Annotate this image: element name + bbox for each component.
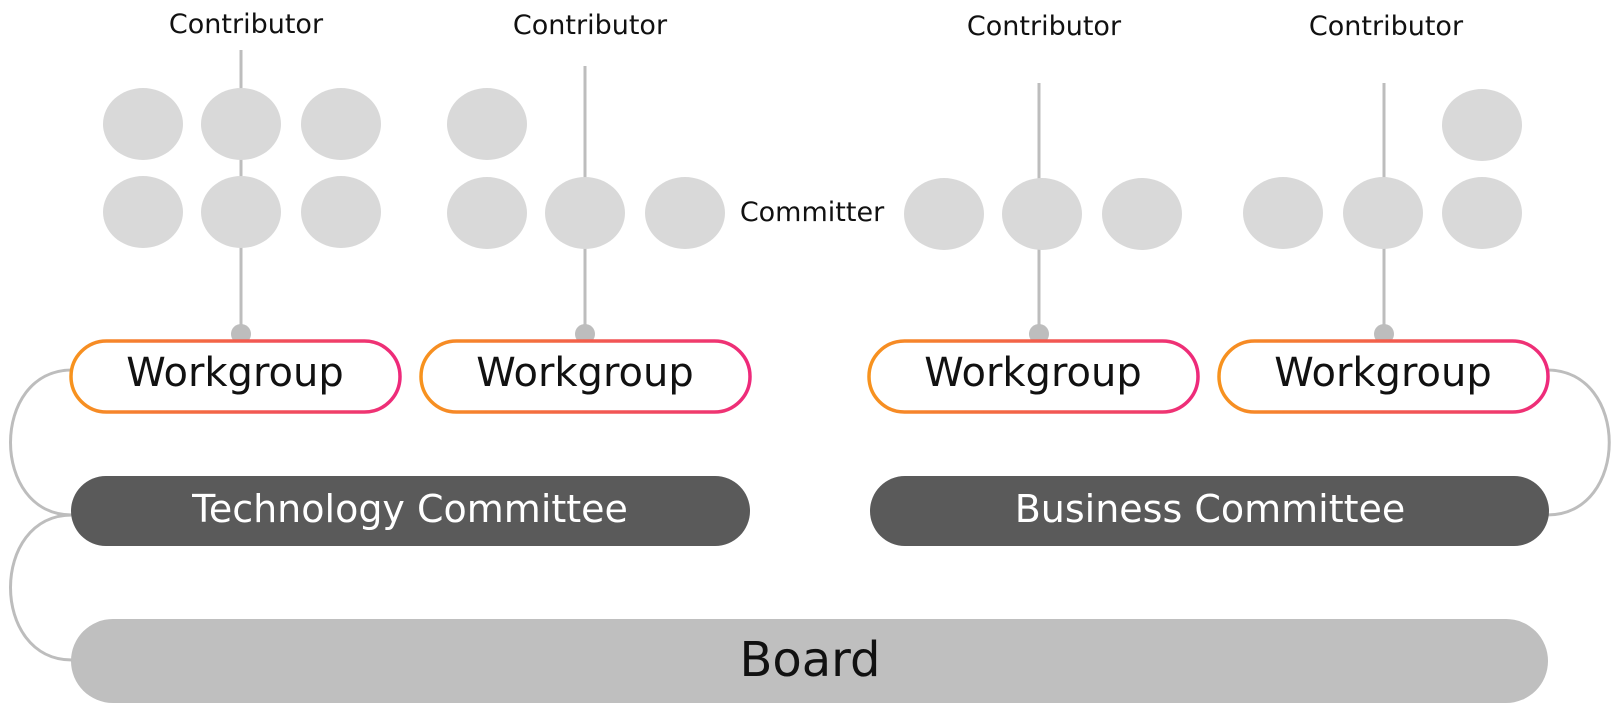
- workgroup-label: Workgroup: [924, 350, 1141, 396]
- workgroup-1: Workgroup: [69, 339, 402, 414]
- member-circle: [545, 177, 625, 249]
- member-circle: [201, 176, 281, 248]
- connector-tech-committee-to-board: [9, 513, 73, 662]
- workgroup-3: Workgroup: [867, 339, 1200, 414]
- workgroup-label: Workgroup: [1274, 350, 1491, 396]
- connector-dot: [231, 324, 251, 344]
- workgroup-2: Workgroup: [419, 339, 752, 414]
- workgroup-label: Workgroup: [126, 350, 343, 396]
- committer-stems: [239, 50, 1386, 333]
- member-circle: [201, 88, 281, 160]
- business-committee-box: [870, 476, 1549, 546]
- business-committee: Business Committee: [870, 476, 1549, 546]
- connector-dot: [1029, 324, 1049, 344]
- technology-committee-label: Technology Committee: [191, 487, 628, 531]
- workgroup-box: [419, 339, 752, 414]
- connector-wg1-to-tech-committee: [9, 368, 73, 517]
- contributor-label: Contributor: [967, 11, 1122, 42]
- workgroup-box: [867, 339, 1200, 414]
- connector-dot: [575, 324, 595, 344]
- committer-label: Committer: [740, 197, 885, 228]
- committees: Technology Committee Business Committee: [71, 476, 1549, 546]
- board-box: [71, 619, 1548, 703]
- contributor-label: Contributor: [513, 10, 668, 41]
- member-circle: [103, 176, 183, 248]
- workgroups: Workgroup Workgroup Workgroup Workgroup: [69, 339, 1550, 414]
- member-circle: [904, 178, 984, 250]
- contributor-label: Contributor: [1309, 11, 1464, 42]
- contributor-label: Contributor: [169, 9, 324, 40]
- member-circle: [447, 88, 527, 160]
- workgroup-box: [1217, 339, 1550, 414]
- side-connectors: [9, 368, 1611, 662]
- member-circle: [301, 176, 381, 248]
- board: Board: [71, 619, 1548, 703]
- contributor-labels: Contributor Contributor Contributor Cont…: [169, 9, 1464, 42]
- member-circle: [447, 177, 527, 249]
- board-label: Board: [739, 632, 880, 688]
- member-circle: [1002, 178, 1082, 250]
- workgroup-box: [69, 339, 402, 414]
- connector-wg4-to-business-committee: [1546, 368, 1611, 517]
- technology-committee-box: [71, 476, 750, 546]
- connector-dots: [231, 324, 1394, 344]
- member-circle: [1343, 177, 1423, 249]
- member-circle: [301, 88, 381, 160]
- connector-dot: [1374, 324, 1394, 344]
- member-circle: [103, 88, 183, 160]
- member-circle: [1102, 178, 1182, 250]
- business-committee-label: Business Committee: [1015, 487, 1406, 531]
- member-circles: [103, 88, 1522, 250]
- member-circle: [645, 177, 725, 249]
- technology-committee: Technology Committee: [71, 476, 750, 546]
- member-circle: [1243, 177, 1323, 249]
- member-circle: [1442, 89, 1522, 161]
- workgroup-4: Workgroup: [1217, 339, 1550, 414]
- workgroup-label: Workgroup: [476, 350, 693, 396]
- member-circle: [1442, 177, 1522, 249]
